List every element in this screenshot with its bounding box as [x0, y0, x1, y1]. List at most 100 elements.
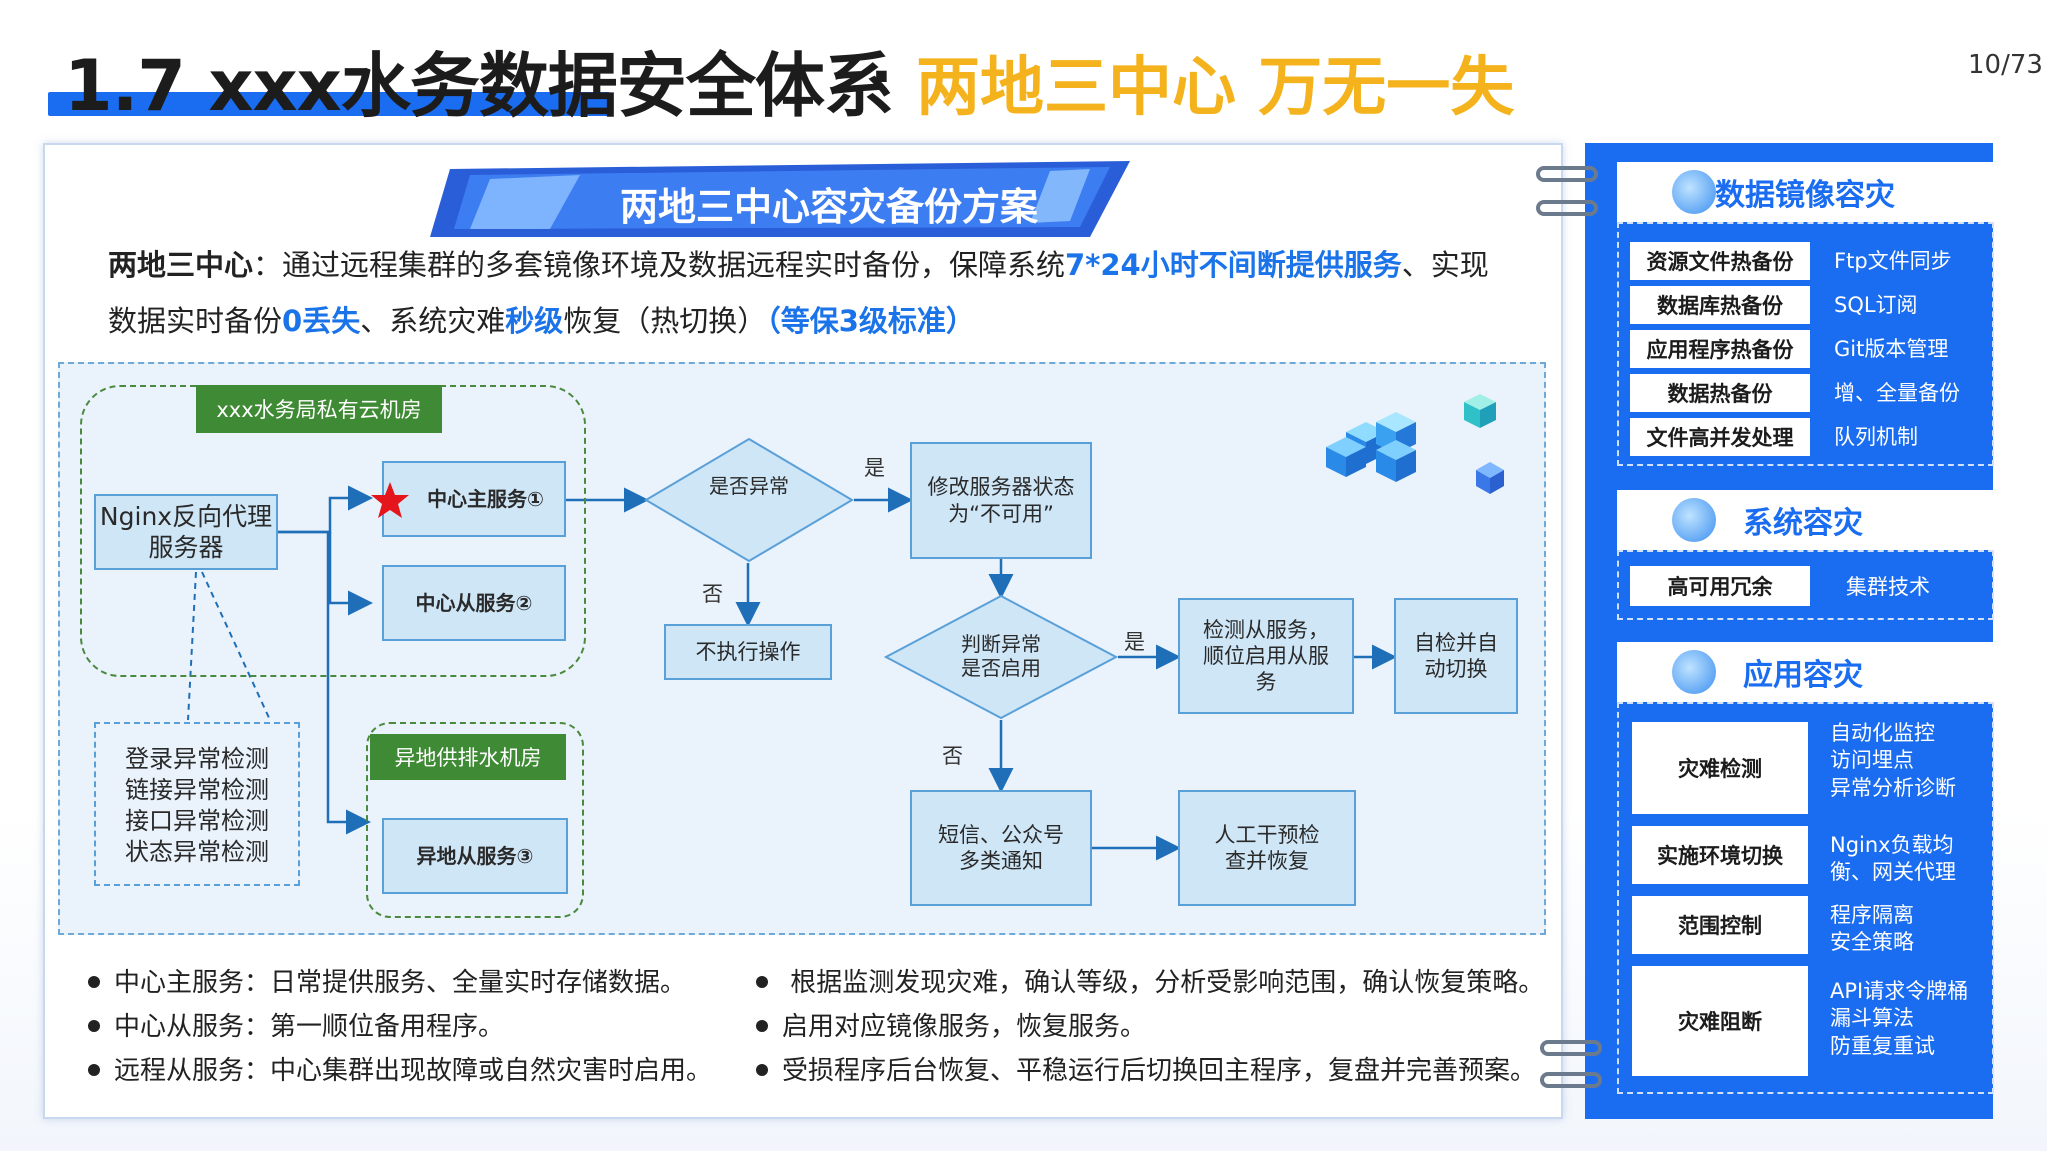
intro-line-2: 数据实时备份0丢失、系统灾难秒级恢复（热切换）（等保3级标准）	[108, 298, 975, 340]
mirror-row-label: 数据热备份	[1630, 374, 1810, 412]
system-row-label: 高可用冗余	[1630, 566, 1810, 606]
app-section-title: 应用容灾	[1743, 658, 1863, 693]
app-row-label: 范围控制	[1632, 896, 1808, 954]
manual-box: 人工干预检查并恢复	[1178, 790, 1356, 906]
no-label: 否	[942, 744, 963, 768]
decision-2-diamond	[884, 594, 1118, 720]
mirror-section-title: 数据镜像容灾	[1715, 178, 1895, 213]
system-icon	[1672, 498, 1716, 542]
bullet-left-2: 中心从服务：第一顺位备用程序。	[88, 1006, 504, 1043]
app-row-label: 实施环境切换	[1632, 826, 1808, 884]
mirror-row-label: 应用程序热备份	[1630, 330, 1810, 368]
system-section	[1617, 550, 1994, 620]
check-item: 状态异常检测	[125, 838, 269, 866]
mirror-section	[1617, 222, 1994, 466]
page-subtitle: 两地三中心 万无一失	[916, 51, 1515, 125]
app-row-value-line: Nginx负载均	[1830, 833, 1954, 857]
decision-1-diamond	[644, 437, 854, 563]
binder-clip-icon	[1540, 1072, 1602, 1088]
title-separator: ·	[870, 42, 893, 112]
app-row-value-line: 防重复重试	[1830, 1033, 1935, 1058]
mirror-row-value: 队列机制	[1834, 425, 1918, 449]
main-service-box: 中心主服务①	[382, 461, 566, 537]
decision-1-label: 是否异常	[709, 474, 789, 498]
intro-text: 恢复（热切换）	[563, 304, 767, 338]
intro-text: ：通过远程集群的多套镜像环境及数据远程实时备份，保障系统	[253, 248, 1066, 282]
no-label: 否	[702, 582, 723, 606]
private-cloud-room-label: xxx水务局私有云机房	[196, 385, 442, 433]
check-item: 链接异常检测	[125, 776, 269, 804]
modify-state-box: 修改服务器状态为“不可用”	[910, 442, 1092, 559]
bullet-right-3: 受损程序后台恢复、平稳运行后切换回主程序，复盘并完善预案。	[756, 1050, 1536, 1087]
bullet-right-2: 启用对应镜像服务，恢复服务。	[756, 1006, 1146, 1043]
intro-text: 数据实时备份	[108, 304, 283, 338]
app-row-value: API请求令牌桶 漏斗算法 防重复重试	[1830, 978, 1968, 1060]
detect-slave-box: 检测从服务，顺位启用从服务	[1178, 598, 1354, 714]
page-title: 1.7 xxx水务数据安全体系	[64, 45, 894, 127]
remote-room-label: 异地供排水机房	[370, 734, 566, 780]
app-row-label: 灾难检测	[1632, 722, 1808, 814]
app-row-value: Nginx负载均 衡、网关代理	[1830, 832, 1956, 887]
mirror-row-label: 资源文件热备份	[1630, 242, 1810, 280]
app-row-value-line: 访问埋点	[1830, 748, 1914, 773]
intro-line-1: 两地三中心：通过远程集群的多套镜像环境及数据远程实时备份，保障系统7*24小时不…	[108, 242, 1489, 284]
intro-highlight: （等保3级标准）	[766, 304, 975, 338]
mirror-row-value: 增、全量备份	[1834, 381, 1960, 405]
main-service-label: 中心主服务①	[427, 486, 544, 511]
app-row-value-line: API请求令牌桶	[1830, 979, 1969, 1003]
title-underline-bar	[48, 92, 610, 116]
system-row-value: 集群技术	[1846, 575, 1930, 599]
app-row-value-line: 衡、网关代理	[1830, 860, 1956, 885]
app-row-label: 灾难阻断	[1632, 966, 1808, 1076]
mirror-row-value: Ftp文件同步	[1834, 249, 1952, 273]
app-row-value-line: 异常分析诊断	[1830, 775, 1956, 800]
no-action-box: 不执行操作	[664, 624, 832, 680]
checks-box: 登录异常检测 链接异常检测 接口异常检测 状态异常检测	[94, 722, 300, 886]
check-item: 接口异常检测	[125, 807, 269, 835]
intro-text: 、系统灾难	[360, 304, 506, 338]
yes-label: 是	[1124, 630, 1145, 654]
banner-title: 两地三中心容灾备份方案	[620, 185, 1039, 229]
page-number: 10/73	[1968, 50, 2043, 80]
intro-text: 、实现	[1401, 248, 1489, 282]
intro-highlight: 7*24小时不间断提供服务	[1065, 248, 1402, 282]
notify-box: 短信、公众号多类通知	[910, 790, 1092, 906]
binder-clip-icon	[1540, 1040, 1602, 1056]
bullet-right-1: 根据监测发现灾难，确认等级，分析受影响范围，确认恢复策略。	[756, 962, 1544, 999]
bullet-left-3: 远程从服务：中心集群出现故障或自然灾害时启用。	[88, 1050, 712, 1087]
banner-shape	[430, 161, 1130, 237]
app-row-value-line: 安全策略	[1830, 930, 1914, 955]
mirror-row-label: 文件高并发处理	[1630, 418, 1810, 456]
app-row-value-line: 漏斗算法	[1830, 1006, 1914, 1031]
mirror-row-label: 数据库热备份	[1630, 286, 1810, 324]
system-section-title: 系统容灾	[1743, 506, 1863, 541]
check-item: 登录异常检测	[125, 745, 269, 773]
intro-highlight: 0丢失	[282, 304, 361, 338]
database-icon	[1672, 170, 1716, 214]
sub-service-box: 中心从服务②	[382, 565, 566, 641]
binder-clip-icon	[1536, 200, 1598, 216]
app-row-value-line: 程序隔离	[1830, 903, 1914, 927]
decision-2-label: 判断异常是否启用	[961, 632, 1041, 680]
bullet-left-1: 中心主服务：日常提供服务、全量实时存储数据。	[88, 962, 686, 999]
mirror-row-value: Git版本管理	[1834, 337, 1949, 361]
system-section-header: 系统容灾	[1617, 490, 1994, 550]
remote-service-box: 异地从服务③	[382, 818, 568, 894]
app-section	[1617, 702, 1994, 1094]
star-icon	[371, 482, 409, 518]
mirror-row-value: SQL订阅	[1834, 293, 1918, 317]
app-icon	[1672, 650, 1716, 694]
intro-keyword: 两地三中心	[108, 248, 254, 282]
binder-clip-icon	[1536, 166, 1598, 182]
nginx-proxy-box: Nginx反向代理服务器	[94, 494, 278, 570]
app-row-value: 程序隔离 安全策略	[1830, 902, 1914, 957]
app-row-value-line: 自动化监控	[1830, 721, 1935, 745]
cubes-decoration-icon	[1326, 394, 1504, 494]
remote-room-group	[366, 722, 584, 918]
yes-label: 是	[864, 456, 885, 480]
intro-highlight: 秒级	[505, 304, 564, 338]
auto-switch-box: 自检并自动切换	[1394, 598, 1518, 714]
app-row-value: 自动化监控 访问埋点 异常分析诊断	[1830, 720, 1956, 802]
